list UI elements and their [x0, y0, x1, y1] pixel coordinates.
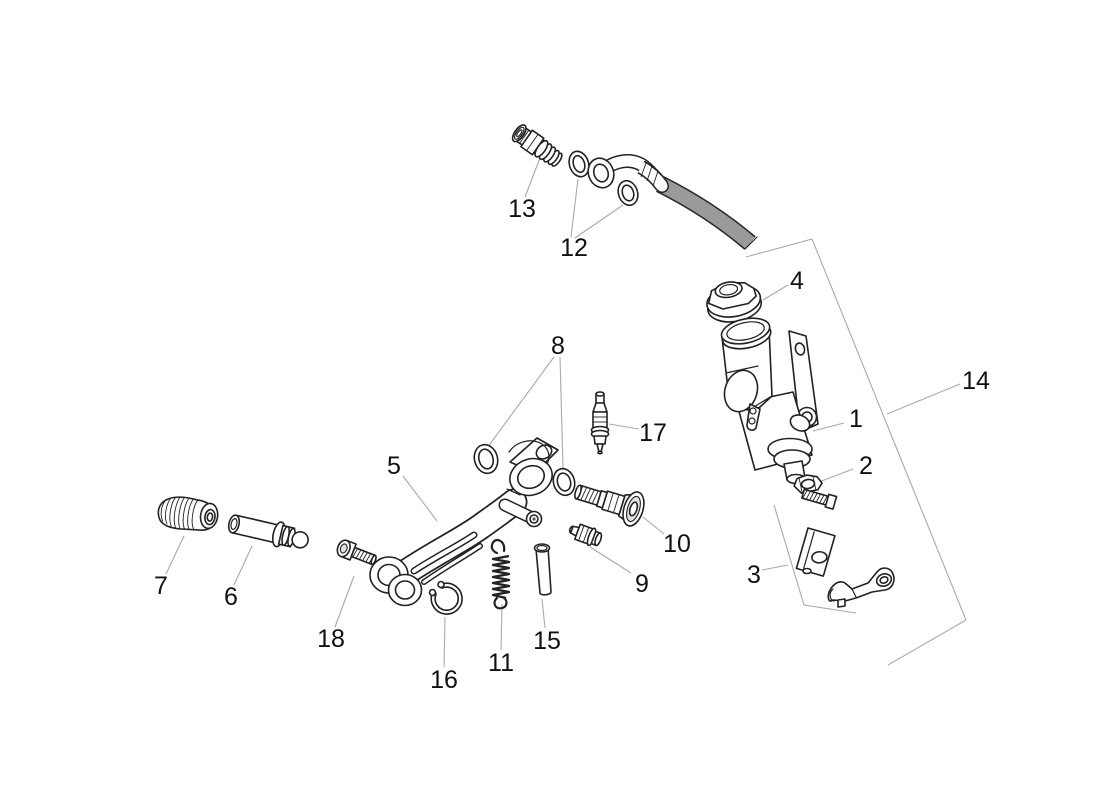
callout-label-18: 18: [317, 625, 345, 653]
pushrod-clevis: [795, 488, 895, 608]
callout-label-16: 16: [430, 666, 458, 694]
callout-label-15: 15: [533, 627, 561, 655]
callout-label-4: 4: [790, 267, 804, 295]
master-cylinder: [720, 317, 819, 485]
sealing-washer-upper: [568, 150, 590, 178]
callout-label-11: 11: [488, 649, 514, 677]
callout-label-13: 13: [508, 195, 536, 223]
callout-label-6: 6: [224, 583, 238, 611]
brake-hose: [587, 154, 758, 250]
banjo-eye: [587, 157, 615, 189]
pivot-bolt: [574, 484, 645, 527]
callout-label-12: 12: [560, 234, 588, 262]
callout-label-10: 10: [663, 530, 691, 558]
hose-fitting: [511, 124, 563, 167]
callout-label-5: 5: [387, 452, 401, 480]
brake-pedal-lever: [369, 437, 559, 607]
group-bracket-14: [745, 238, 967, 666]
bleed-valve: [590, 391, 610, 455]
circlip: [428, 580, 463, 615]
return-spring: [490, 538, 511, 610]
reservoir-cap: [706, 281, 763, 323]
socket-screw: [336, 539, 377, 566]
callout-label-7: 7: [154, 572, 168, 600]
sealing-washer-lower: [617, 179, 639, 207]
o-ring-right: [552, 467, 576, 497]
callout-labels: 1 2 3 4 5 6 7 8 9 10 11 12 13 14 15 16 1…: [154, 195, 990, 694]
callout-label-9: 9: [635, 570, 649, 598]
pedal-pin: [227, 514, 309, 549]
spacer-sleeve: [533, 543, 552, 596]
callout-label-14: 14: [962, 367, 990, 395]
callout-label-3: 3: [747, 561, 761, 589]
o-ring-left: [473, 443, 499, 475]
callout-label-1: 1: [849, 405, 863, 433]
stop-bolt: [568, 523, 603, 547]
callout-label-8: 8: [551, 332, 565, 360]
callout-label-2: 2: [859, 452, 873, 480]
rubber-boot: [157, 496, 219, 532]
callout-label-17: 17: [639, 419, 667, 447]
leader-lines: [165, 157, 961, 668]
group-bracket-3: [773, 504, 857, 614]
